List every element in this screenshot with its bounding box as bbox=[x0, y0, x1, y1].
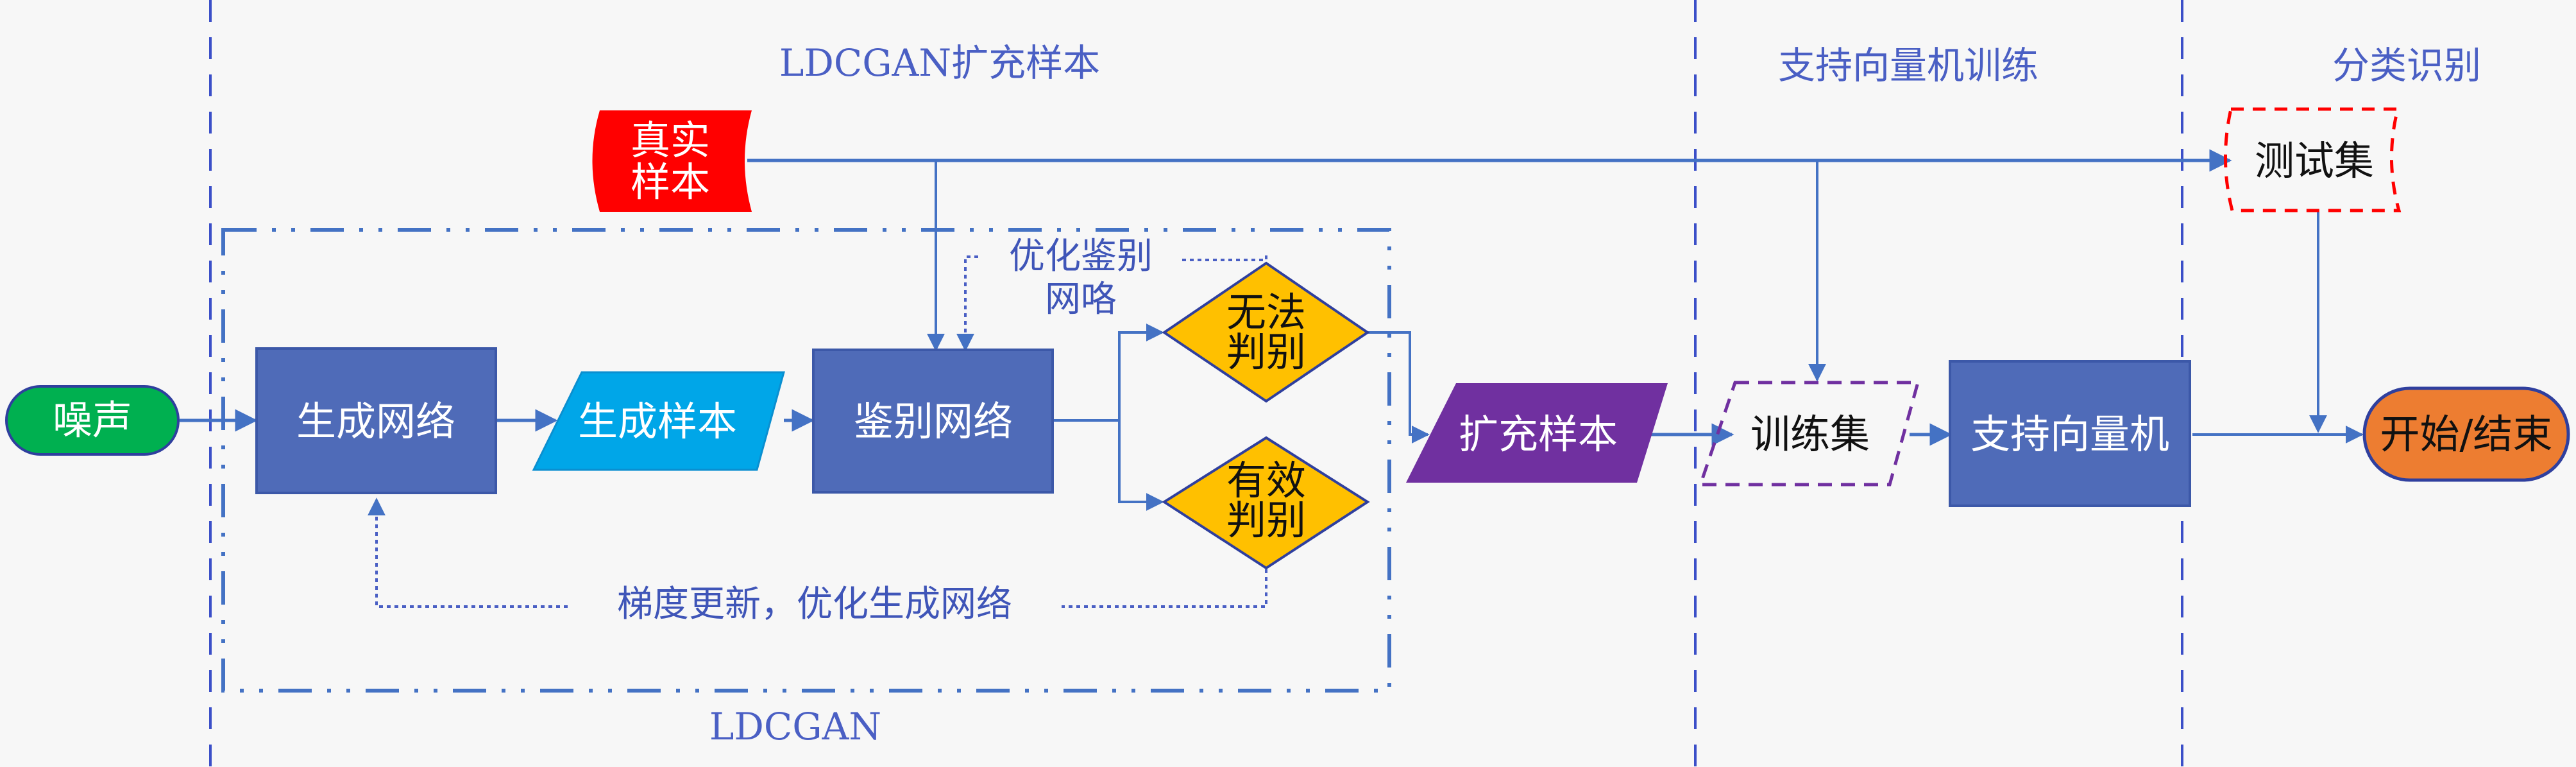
node-noise[interactable]: 噪声 bbox=[5, 385, 180, 456]
note-gradient-update: 梯度更新，优化生成网络 bbox=[617, 583, 1012, 625]
feedback-gradient-update-right bbox=[1062, 569, 1267, 608]
node-expanded-sample[interactable]: 扩充样本 bbox=[1406, 383, 1668, 483]
node-real-sample-label-2: 样本 bbox=[631, 159, 710, 205]
node-cannot-judge-label-1: 无法 bbox=[1226, 289, 1306, 336]
arrow-discriminator-to-valid-judge bbox=[1118, 420, 1164, 511]
lane-title-svm-training: 支持向量机训练 bbox=[1778, 44, 2038, 87]
node-test-set-label: 测试集 bbox=[2255, 137, 2374, 184]
ldcgan-boundary-box bbox=[221, 228, 1391, 693]
node-generated-sample-label: 生成样本 bbox=[578, 398, 737, 445]
feedback-gradient-update-left bbox=[368, 497, 568, 608]
node-real-sample[interactable]: 真实 样本 bbox=[592, 110, 752, 212]
node-discriminator[interactable]: 鉴别网络 bbox=[812, 349, 1054, 494]
lane-title-ldcgan-expand: LDCGAN扩充样本 bbox=[779, 41, 1100, 85]
feedback-optimize-discriminator-arrow bbox=[956, 255, 978, 352]
node-training-set[interactable]: 训练集 bbox=[1698, 381, 1920, 487]
node-valid-judge[interactable]: 有效 判别 bbox=[1162, 436, 1370, 570]
node-generator-label: 生成网络 bbox=[296, 398, 455, 445]
node-svm[interactable]: 支持向量机 bbox=[1949, 360, 2191, 507]
note-optimize-discriminator-line2: 网咯 bbox=[1045, 279, 1117, 320]
node-cannot-judge-label-2: 判别 bbox=[1226, 329, 1306, 375]
node-start-end[interactable]: 开始/结束 bbox=[2362, 386, 2570, 482]
node-valid-judge-label-1: 有效 bbox=[1226, 457, 1306, 504]
node-real-sample-label-1: 真实 bbox=[631, 117, 710, 164]
arrow-discriminator-to-cannot-judge bbox=[1052, 323, 1164, 422]
node-expanded-sample-label: 扩充样本 bbox=[1459, 411, 1618, 458]
note-optimize-discriminator-line1: 优化鉴别 bbox=[1009, 236, 1153, 277]
node-valid-judge-label-2: 判别 bbox=[1226, 497, 1306, 544]
node-cannot-judge[interactable]: 无法 判别 bbox=[1162, 261, 1370, 403]
node-svm-label: 支持向量机 bbox=[1970, 411, 2169, 458]
node-noise-label: 噪声 bbox=[53, 397, 132, 444]
lane-title-classification: 分类识别 bbox=[2332, 44, 2481, 87]
node-test-set[interactable]: 测试集 bbox=[2223, 107, 2402, 212]
node-generated-sample[interactable]: 生成样本 bbox=[532, 371, 785, 471]
node-discriminator-label: 鉴别网络 bbox=[854, 398, 1013, 445]
node-generator[interactable]: 生成网络 bbox=[255, 347, 497, 494]
arrow-cannot-judge-to-expanded bbox=[1368, 331, 1430, 444]
ldcgan-box-label: LDCGAN bbox=[709, 705, 881, 748]
node-start-end-label: 开始/结束 bbox=[2380, 411, 2553, 458]
node-training-set-label: 训练集 bbox=[1750, 411, 1870, 458]
feedback-optimize-discriminator bbox=[1180, 255, 1267, 261]
